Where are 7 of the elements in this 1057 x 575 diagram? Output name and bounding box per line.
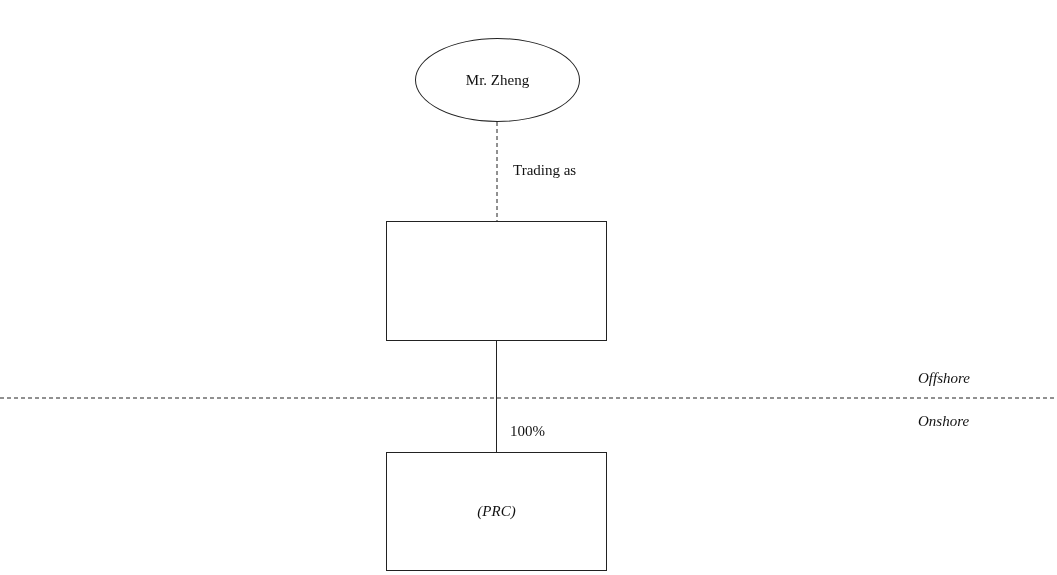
node-label: Mr. Zheng (465, 71, 530, 89)
zone-label: Offshore (916, 370, 972, 387)
connector-line (496, 340, 497, 453)
edge-label: Trading as (511, 162, 579, 179)
entity-box (386, 221, 607, 341)
node-label: (PRC) (477, 503, 516, 520)
entity-box (386, 452, 607, 571)
